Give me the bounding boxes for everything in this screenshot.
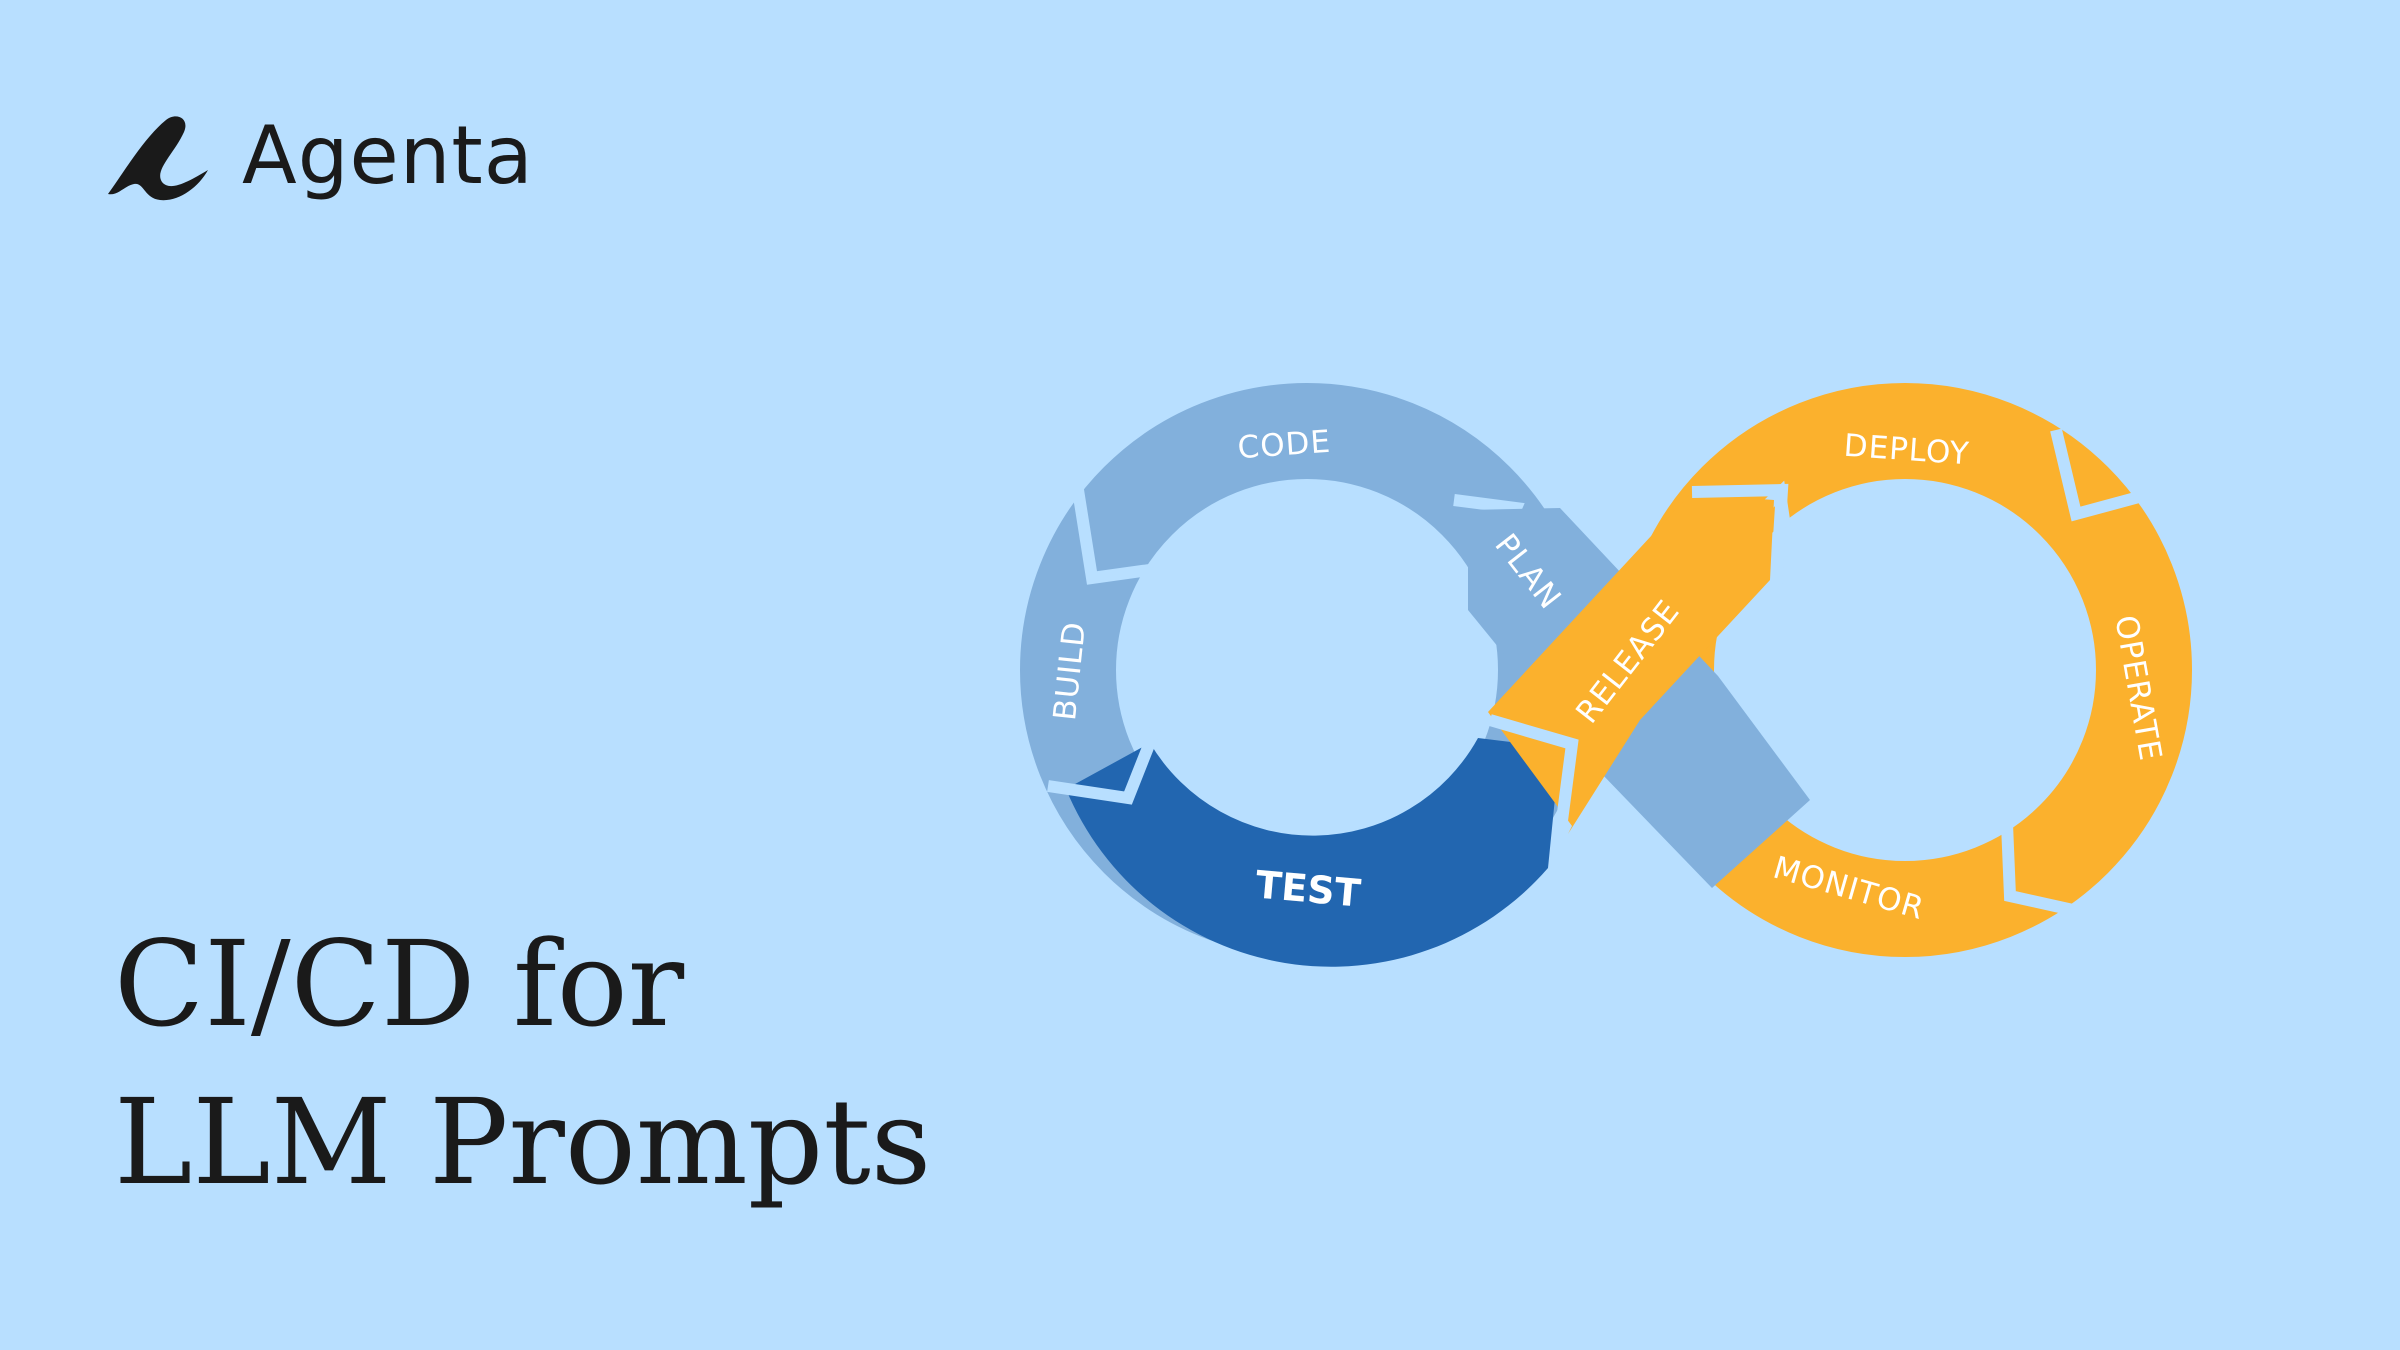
- test-segment: [1066, 738, 1560, 967]
- brand-logo: Agenta: [104, 108, 534, 204]
- title-line-2: LLM Prompts: [114, 1073, 932, 1211]
- stage-label-test: TEST: [1254, 863, 1363, 916]
- brand-name: Agenta: [242, 109, 534, 202]
- devops-infinity-diagram: CODE BUILD TEST PLAN RELEASE DEPLOY OPER…: [1000, 360, 2240, 980]
- agenta-logo-icon: [104, 110, 214, 202]
- page-title: CI/CD for LLM Prompts: [114, 905, 931, 1221]
- segment-separators: [1047, 428, 2152, 918]
- stage-label-deploy: DEPLOY: [1843, 428, 1971, 473]
- release-separator-top: [1691, 483, 1789, 587]
- release-segment: [1488, 494, 1774, 834]
- stage-label-code: CODE: [1236, 424, 1332, 466]
- release-separator: [1488, 714, 1579, 837]
- title-line-1: CI/CD for: [114, 915, 685, 1053]
